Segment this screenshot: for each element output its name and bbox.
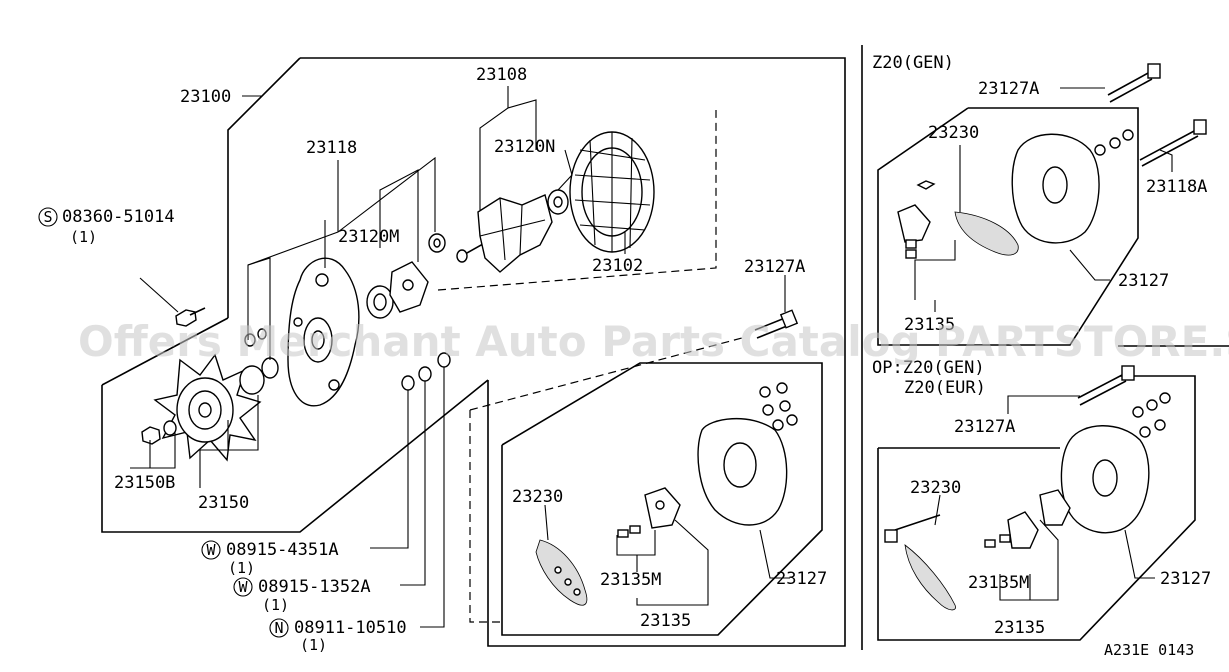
label-23135-r1: 23135 bbox=[904, 315, 955, 335]
label-23120M: 23120M bbox=[338, 227, 399, 247]
label-08911-10510: 08911-10510 bbox=[294, 618, 407, 638]
leader-lines bbox=[130, 86, 1173, 628]
diagram-code: A231E 0143 bbox=[1104, 641, 1194, 659]
label-23127A-r2: 23127A bbox=[954, 417, 1015, 437]
right-panel-2-frame bbox=[877, 375, 1196, 641]
label-08360-51014: 08360-51014 bbox=[62, 207, 175, 227]
label-08915-4351A-qty: (1) bbox=[228, 559, 255, 577]
right-panel-divider bbox=[861, 45, 1229, 650]
main-assembly-frame bbox=[101, 57, 846, 647]
stator-part bbox=[569, 131, 655, 253]
label-08360-qty: (1) bbox=[70, 228, 97, 246]
part-labels: 23100 23108 23118 23120N 23120M 23102 23… bbox=[62, 53, 1211, 659]
label-23135-main: 23135 bbox=[640, 611, 691, 631]
label-23127-r2: 23127 bbox=[1160, 569, 1211, 589]
label-23102: 23102 bbox=[592, 256, 643, 276]
rear-housing-part bbox=[697, 382, 798, 526]
symbol-n: N bbox=[274, 619, 283, 637]
label-23127A-r1: 23127A bbox=[978, 79, 1039, 99]
label-08911-qty: (1) bbox=[300, 636, 327, 654]
label-23118: 23118 bbox=[306, 138, 357, 158]
rotor-part bbox=[456, 189, 569, 273]
bearing-plate-part bbox=[175, 233, 446, 347]
pulley-fan-part bbox=[141, 353, 279, 462]
symbol-w-1: W bbox=[206, 541, 216, 559]
label-23135M-main: 23135M bbox=[600, 570, 661, 590]
label-23127-r1: 23127 bbox=[1118, 271, 1169, 291]
label-op-title-2: Z20(EUR) bbox=[904, 378, 986, 398]
label-08915-1352A-qty: (1) bbox=[262, 596, 289, 614]
right-panel-1-frame bbox=[877, 107, 1139, 346]
symbol-w-2: W bbox=[238, 578, 248, 596]
label-23230-main: 23230 bbox=[512, 487, 563, 507]
label-z20gen-title: Z20(GEN) bbox=[872, 53, 954, 73]
symbol-s: S bbox=[43, 208, 52, 226]
brush-holder-frame-main bbox=[501, 362, 823, 636]
label-23150B: 23150B bbox=[114, 473, 175, 493]
label-23127-main: 23127 bbox=[776, 569, 827, 589]
label-23120N: 23120N bbox=[494, 137, 555, 157]
through-bolt-part bbox=[754, 309, 799, 339]
front-housing-part bbox=[287, 257, 360, 407]
label-08915-4351A: 08915-4351A bbox=[226, 540, 339, 560]
label-op-title-1: OP:Z20(GEN) bbox=[872, 358, 985, 378]
label-23135M-r2: 23135M bbox=[968, 573, 1029, 593]
label-23135-r2: 23135 bbox=[994, 618, 1045, 638]
right-panel-2-parts bbox=[884, 365, 1171, 611]
label-23100: 23100 bbox=[180, 87, 231, 107]
label-23230-r1: 23230 bbox=[928, 123, 979, 143]
watermark: Offers Merchant Auto Parts Catalog PARTS… bbox=[78, 317, 1229, 366]
label-23150: 23150 bbox=[198, 493, 249, 513]
right-panel-1-parts bbox=[897, 63, 1207, 259]
label-23230-r2: 23230 bbox=[910, 478, 961, 498]
brush-holder-part bbox=[535, 487, 681, 606]
label-23127A-main: 23127A bbox=[744, 257, 805, 277]
label-08915-1352A: 08915-1352A bbox=[258, 577, 371, 597]
symbol-markers: S W W N bbox=[38, 207, 289, 638]
label-23118A-r1: 23118A bbox=[1146, 177, 1207, 197]
washers-part bbox=[401, 352, 451, 391]
label-23108: 23108 bbox=[476, 65, 527, 85]
